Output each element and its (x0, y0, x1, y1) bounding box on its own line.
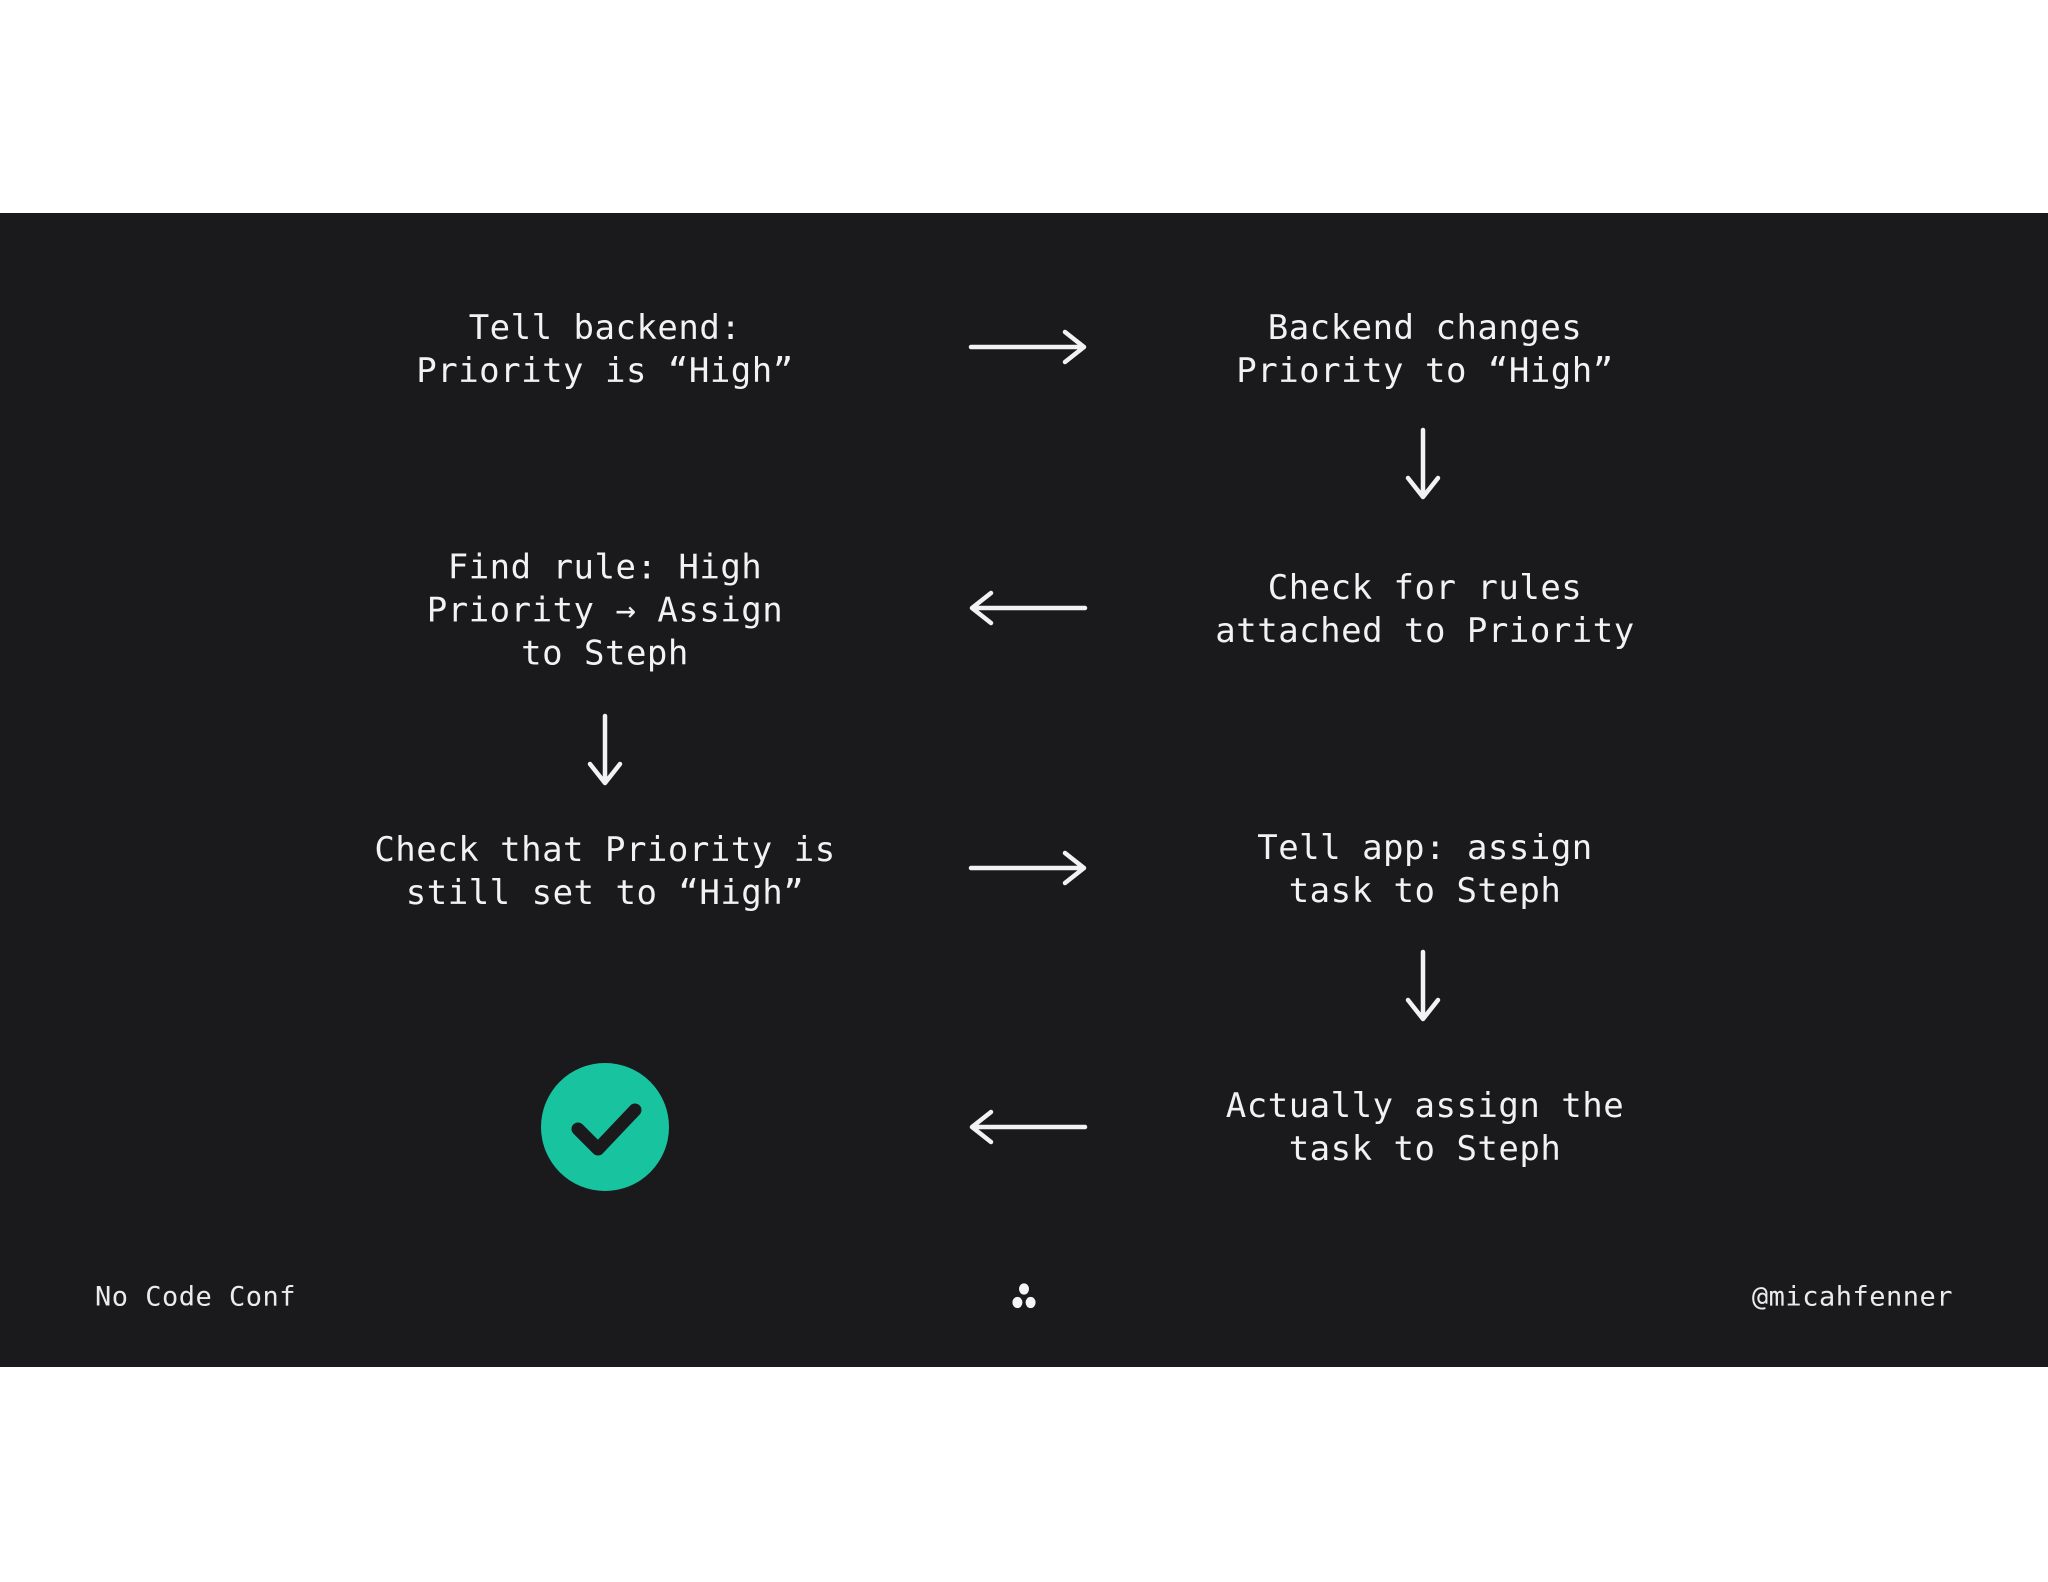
three-dots-icon (1007, 1281, 1041, 1313)
flowchart-slide: Tell backend: Priority is “High” Backend… (0, 213, 2048, 1367)
footer-handle-label: @micahfenner (1751, 1281, 1953, 1313)
arrow-right-icon (966, 325, 1090, 369)
flow-node-tell-app: Tell app: assign task to Steph (1257, 828, 1593, 911)
flow-node-check-rules: Check for rules attached to Priority (1215, 568, 1635, 651)
arrow-right-icon (966, 846, 1090, 890)
footer-event-label: No Code Conf (95, 1281, 297, 1313)
check-circle-icon (540, 1062, 670, 1192)
flow-node-check-priority: Check that Priority is still set to “Hig… (374, 830, 836, 913)
flow-node-tell-backend: Tell backend: Priority is “High” (416, 308, 794, 391)
flow-node-actually-assign: Actually assign the task to Steph (1225, 1086, 1625, 1169)
flow-node-find-rule: Find rule: High Priority → Assign to Ste… (426, 547, 784, 674)
arrow-left-icon (966, 586, 1090, 630)
arrow-left-icon (966, 1105, 1090, 1149)
flow-node-backend-changes: Backend changes Priority to “High” (1236, 308, 1614, 391)
arrow-down-icon (1401, 947, 1445, 1025)
arrow-down-icon (583, 711, 627, 789)
arrow-down-icon (1401, 425, 1445, 503)
